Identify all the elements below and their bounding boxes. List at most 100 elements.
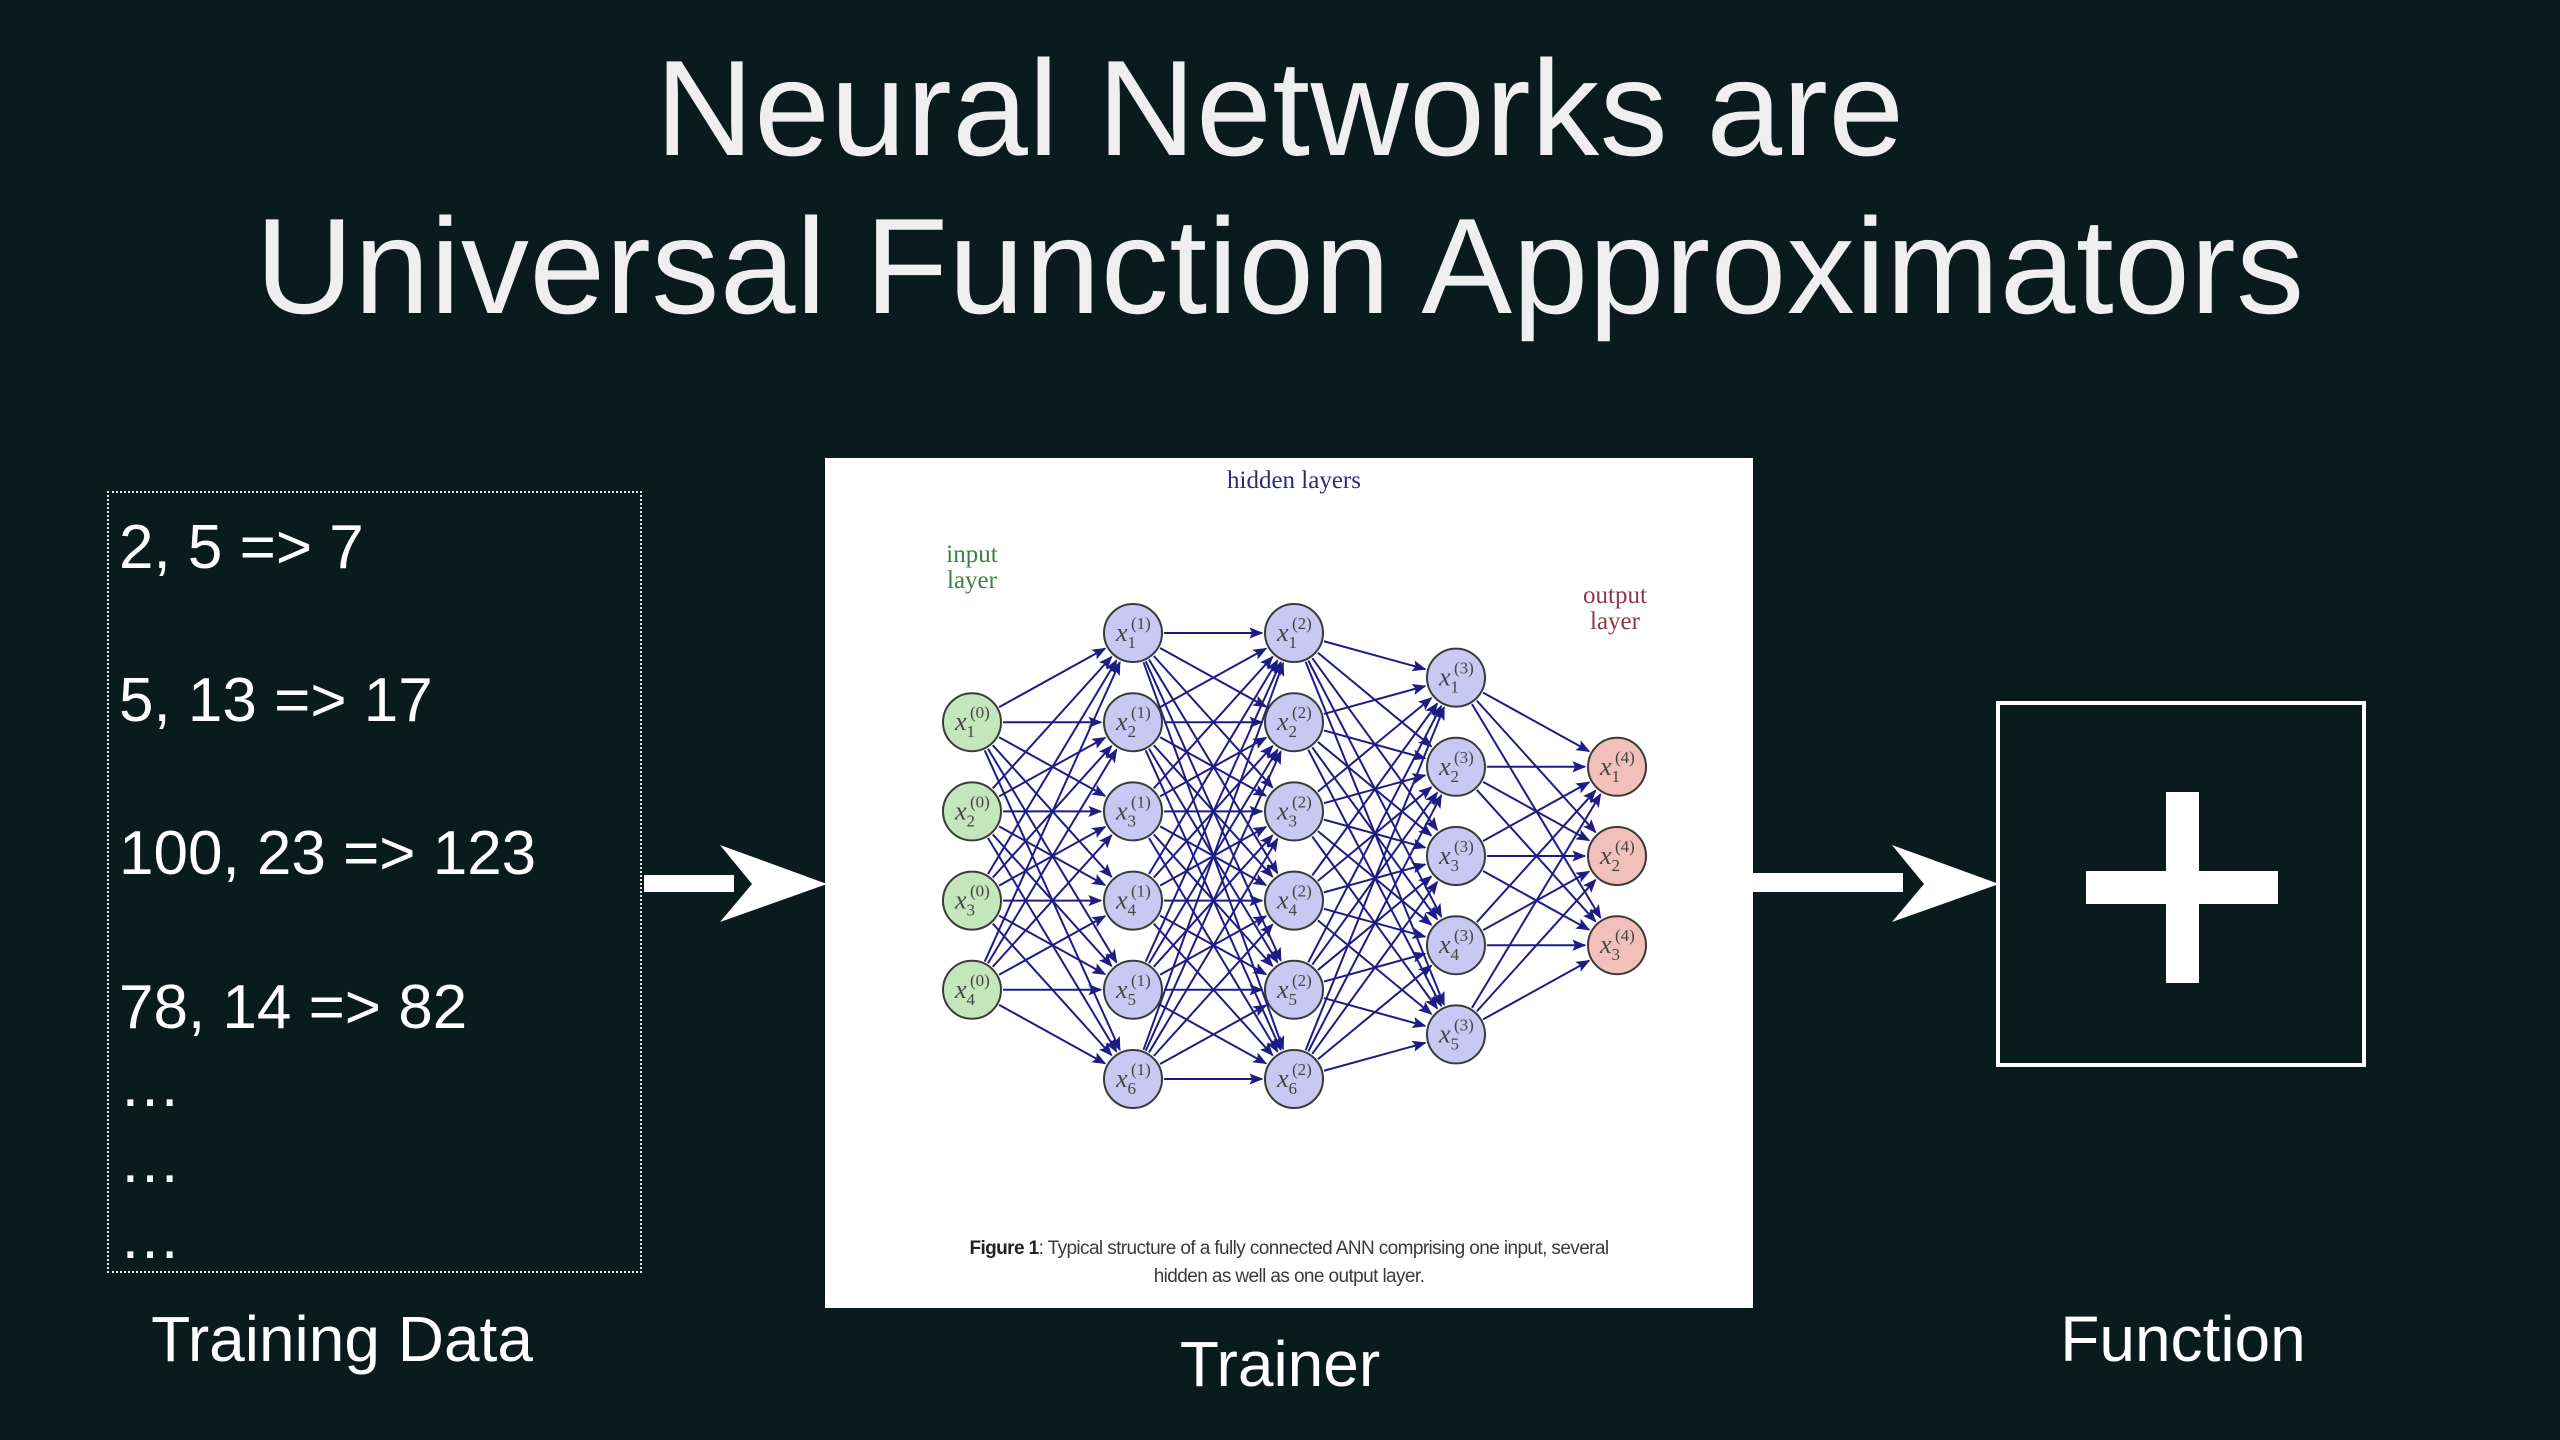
- connection-edge: [1159, 647, 1268, 709]
- node-layer-index: (1): [1131, 703, 1151, 722]
- connection-edge: [1317, 697, 1433, 793]
- connection-edge: [1471, 793, 1602, 1009]
- ellipsis: …: [119, 1127, 183, 1196]
- input-node: x2(0): [942, 781, 1002, 842]
- node-layer-index: (4): [1615, 748, 1635, 767]
- node-circle: [1103, 781, 1163, 842]
- node-circle: [1587, 736, 1647, 797]
- connection-edge: [1153, 655, 1274, 790]
- node-circle: [1426, 647, 1486, 708]
- hidden-node: x5(3): [1426, 1004, 1486, 1065]
- node-circle: [1103, 603, 1163, 663]
- hidden-node: x5(1): [1103, 959, 1163, 1020]
- node-circle: [1426, 826, 1486, 886]
- node-circle: [1264, 870, 1324, 931]
- input-node: x3(0): [942, 870, 1002, 931]
- hidden-node: x2(1): [1103, 692, 1163, 753]
- node-layer-index: (2): [1292, 614, 1312, 633]
- node-circle: [942, 959, 1002, 1020]
- node-layer-index: (0): [970, 971, 990, 990]
- node-circle: [1264, 603, 1324, 663]
- hidden-node: x6(1): [1103, 1049, 1163, 1109]
- figure-caption: Figure 1: Typical structure of a fully c…: [825, 1239, 1753, 1258]
- connection-edge: [992, 655, 1113, 790]
- node-layer-index: (1): [1131, 792, 1151, 811]
- nodes-group: x1(0)x2(0)x3(0)x4(0)x1(1)x2(1)x3(1)x4(1)…: [942, 603, 1647, 1109]
- node-circle: [1426, 915, 1486, 976]
- hidden-node: x1(1): [1103, 603, 1163, 663]
- connection-edge: [1148, 659, 1279, 875]
- node-circle: [1264, 1049, 1324, 1109]
- connection-edge: [1323, 640, 1427, 672]
- ellipsis: …: [119, 1051, 183, 1120]
- node-layer-index: (1): [1131, 614, 1151, 633]
- trainer-label: Trainer: [1179, 1328, 1381, 1400]
- node-circle: [1587, 915, 1647, 976]
- training-data-box: 2, 5 => 7 5, 13 => 17 100, 23 => 123 78,…: [107, 491, 642, 1273]
- connection-edge: [1144, 660, 1282, 962]
- hidden-node: x4(1): [1103, 870, 1163, 931]
- connection-edge: [1304, 705, 1445, 1051]
- hidden-node: x1(3): [1426, 647, 1486, 708]
- training-data-label: Training Data: [151, 1303, 533, 1375]
- node-layer-index: (2): [1292, 792, 1312, 811]
- hidden-node: x4(3): [1426, 915, 1486, 976]
- arrow-right-icon: [644, 845, 827, 922]
- training-example: 2, 5 => 7: [119, 513, 364, 582]
- node-layer-index: (3): [1454, 837, 1474, 856]
- function-label: Function: [2060, 1303, 2306, 1375]
- hidden-node: x1(2): [1264, 603, 1324, 663]
- node-layer-index: (1): [1131, 971, 1151, 990]
- connection-edge: [998, 647, 1107, 709]
- arrow-shaft: [1753, 873, 1903, 892]
- figure-caption-line-2: hidden as well as one output layer.: [1153, 1266, 1425, 1287]
- connection-edge: [1153, 923, 1274, 1057]
- connection-edge: [1317, 964, 1433, 1061]
- arrow-right-icon: [1753, 845, 1999, 922]
- node-layer-index: (1): [1131, 1060, 1151, 1079]
- node-circle: [1103, 870, 1163, 931]
- edges-group: [983, 627, 1602, 1085]
- connection-edge: [1323, 1040, 1427, 1072]
- ellipsis: …: [119, 1203, 183, 1272]
- connection-edge: [1148, 837, 1279, 1053]
- connection-edge: [1159, 1004, 1268, 1065]
- connection-edge: [998, 1003, 1107, 1065]
- output-node: x2(4): [1587, 826, 1647, 886]
- neural-network-diagram: x1(0)x2(0)x3(0)x4(0)x1(1)x2(1)x3(1)x4(1)…: [942, 467, 1647, 1109]
- node-layer-index: (4): [1615, 926, 1635, 945]
- hidden-node: x2(3): [1426, 736, 1486, 797]
- hidden-node: x6(2): [1264, 1049, 1324, 1109]
- node-circle: [942, 781, 1002, 842]
- arrow-shaft: [644, 875, 734, 892]
- connection-edge: [1144, 750, 1282, 1052]
- node-layer-index: (4): [1615, 837, 1635, 856]
- hidden-node: x5(2): [1264, 959, 1324, 1020]
- node-layer-index: (3): [1454, 659, 1474, 678]
- hidden-node: x3(3): [1426, 826, 1486, 886]
- node-circle: [1264, 959, 1324, 1020]
- node-layer-index: (3): [1454, 748, 1474, 767]
- input-layer-label: input: [946, 541, 997, 568]
- node-circle: [1426, 736, 1486, 797]
- output-node: x3(4): [1587, 915, 1647, 976]
- node-layer-index: (0): [970, 882, 990, 901]
- node-circle: [1587, 826, 1647, 886]
- node-layer-index: (0): [970, 703, 990, 722]
- connection-edge: [1476, 789, 1597, 923]
- node-circle: [942, 870, 1002, 931]
- input-layer-label: layer: [947, 567, 998, 594]
- connection-edge: [992, 834, 1113, 968]
- node-layer-index: (0): [970, 792, 990, 811]
- node-layer-index: (2): [1292, 882, 1312, 901]
- slide-title-line-2: Universal Function Approximators: [255, 190, 2305, 342]
- training-example: 78, 14 => 82: [119, 973, 468, 1042]
- node-circle: [1264, 692, 1324, 753]
- node-circle: [942, 692, 1002, 753]
- connection-edge: [987, 659, 1118, 875]
- training-example: 100, 23 => 123: [119, 819, 537, 888]
- output-layer-label: layer: [1590, 608, 1641, 635]
- hidden-node: x4(2): [1264, 870, 1324, 931]
- connection-edge: [1476, 878, 1597, 1013]
- node-layer-index: (1): [1131, 882, 1151, 901]
